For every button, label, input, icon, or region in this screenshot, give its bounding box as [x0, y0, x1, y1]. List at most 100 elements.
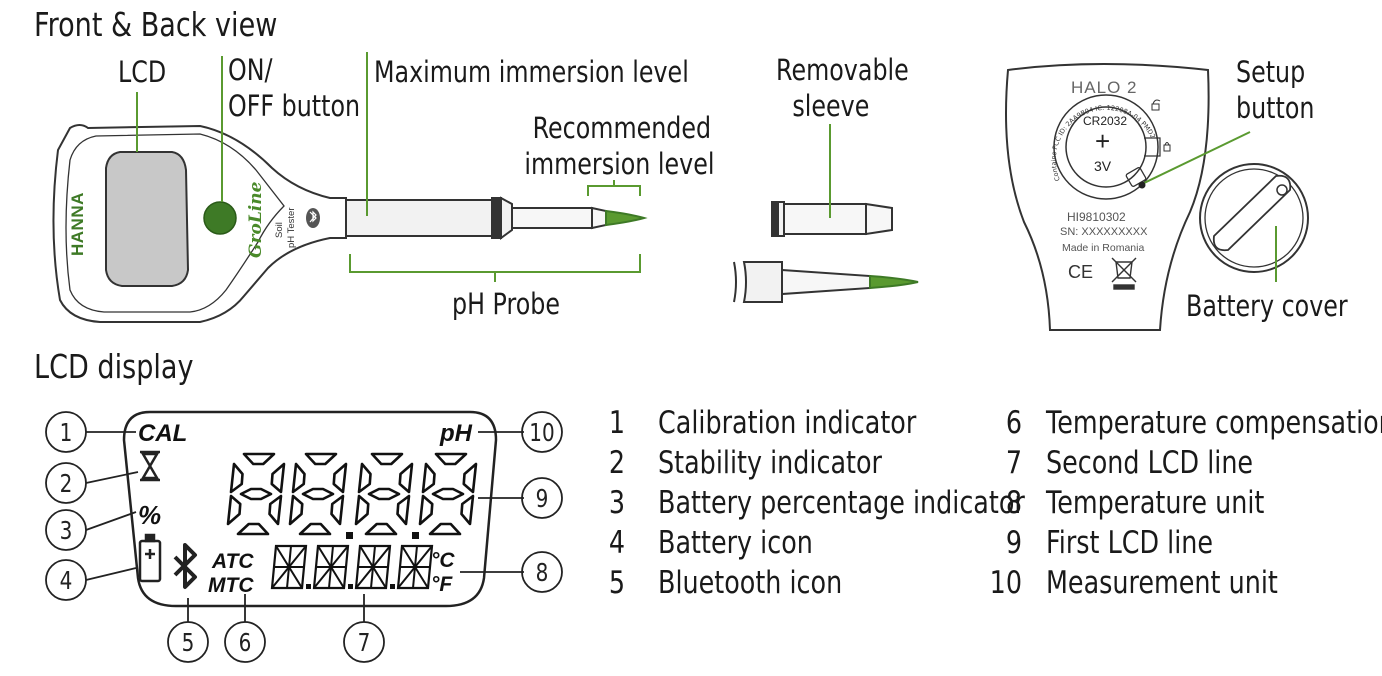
bluetooth-icon [173, 543, 197, 589]
marker-number: 3 [60, 517, 73, 546]
lcd-segment [434, 452, 468, 466]
rec-immersion-callout: Recommended immersion level [524, 110, 715, 182]
serial-number: SN: XXXXXXXXX [1060, 226, 1148, 238]
on-off-callout: ON/ OFF button [228, 52, 360, 124]
lcd-segment [398, 462, 414, 494]
marker-8: 8 [521, 551, 563, 593]
legend-number: 6 [1005, 405, 1022, 441]
sleeve-callout-line2: sleeve [792, 89, 870, 123]
lcd-small-digit [312, 544, 350, 590]
legend-number: 5 [608, 565, 625, 601]
marker-4: 4 [45, 559, 87, 601]
product-ph-tester: pH Tester [286, 207, 297, 248]
legend-text: Second LCD line [1046, 445, 1254, 481]
first-lcd-line [226, 452, 478, 539]
lcd-callout: LCD [118, 55, 167, 89]
lcd-big-digit [418, 452, 478, 536]
legend-text: Measurement unit [1046, 565, 1278, 601]
legend-text: First LCD line [1046, 525, 1214, 561]
legend-number: 9 [1005, 525, 1022, 561]
lcd-segment [357, 462, 372, 494]
marker-number: 7 [358, 629, 371, 658]
lcd-small-digit [270, 544, 308, 590]
lcd-segment [270, 462, 286, 494]
ph-probe [345, 196, 648, 240]
legend-text: Battery percentage indicator [658, 485, 1025, 521]
marker-7: 7 [343, 621, 385, 663]
probe-tip [733, 261, 919, 303]
marker-leaders [85, 431, 524, 622]
lcd-segment [397, 545, 433, 589]
leader-lines-front [136, 52, 641, 282]
lcd-segment [304, 452, 338, 466]
setup-callout-line1: Setup [1236, 55, 1306, 89]
lcd-decimal-point [412, 532, 419, 539]
front-back-heading: Front & Back view [34, 5, 278, 44]
recycle-bin-icon [1111, 257, 1137, 290]
lcd-decimal-point [390, 584, 395, 589]
marker-5: 5 [167, 621, 209, 663]
marker-number: 1 [60, 419, 73, 448]
lcd-segment [332, 462, 348, 494]
groline-logo: GroLine [246, 181, 266, 258]
legend-number: 2 [608, 445, 625, 481]
lcd-decimal-point [346, 532, 353, 539]
lcd-small-digit [396, 544, 434, 590]
lcd-segment [239, 487, 273, 501]
lock-icons [1151, 99, 1171, 152]
made-in: Made in Romania [1062, 242, 1145, 254]
marker-1: 1 [45, 411, 87, 453]
lcd-mtc: MTC [208, 574, 254, 597]
marker-6: 6 [224, 621, 266, 663]
legend-number: 3 [608, 485, 625, 521]
legend-text: Temperature compensation [1046, 405, 1382, 441]
lcd-ph: pH [440, 420, 472, 447]
brand-hanna: HANNA [68, 192, 87, 256]
setup-callout-line2: button [1236, 91, 1315, 125]
marker-number: 4 [60, 567, 73, 596]
lcd-big-digit [226, 452, 286, 536]
lcd-segment [421, 462, 436, 494]
removable-sleeve [771, 201, 893, 237]
on-off-callout-line1: ON/ [228, 53, 273, 87]
lcd-deg-f: °F [431, 573, 453, 596]
lcd-segment [236, 522, 270, 536]
legend-number: 8 [1005, 485, 1022, 521]
marker-9: 9 [521, 477, 563, 519]
battery-cover-callout: Battery cover [1186, 289, 1348, 323]
battery-cover [1199, 163, 1309, 273]
marker-number: 10 [529, 419, 554, 448]
legend-text: Temperature unit [1046, 485, 1265, 521]
lcd-segment [288, 494, 304, 526]
rec-immersion-line2: immersion level [524, 147, 715, 181]
setup-callout: Setup button [1236, 54, 1314, 126]
lcd-big-digit [288, 452, 348, 536]
lcd-segment [271, 545, 307, 589]
battery-voltage: 3V [1094, 158, 1112, 174]
halo2-logo: HALO 2 [1071, 78, 1138, 97]
lcd-segment [291, 462, 306, 494]
lcd-segment [431, 487, 465, 501]
lcd-segment [370, 452, 404, 466]
legend-number: 10 [989, 565, 1022, 601]
lcd-outline [122, 410, 498, 608]
second-lcd-line [270, 544, 434, 590]
lcd-decimal-point [348, 584, 353, 589]
lcd-segment [330, 494, 345, 526]
lcd-cal: CAL [138, 420, 188, 447]
lcd-segment [301, 487, 335, 501]
legend-text: Battery icon [658, 525, 813, 561]
setup-button [1138, 181, 1146, 189]
lcd-segment [313, 545, 349, 589]
legend-text: Stability indicator [658, 445, 883, 481]
bluetooth-logo-front [306, 208, 320, 228]
marker-number: 9 [536, 485, 549, 514]
leader-lines-back [1141, 131, 1277, 282]
product-soil: Soil [274, 222, 285, 238]
lcd-segment [355, 545, 391, 589]
max-immersion-callout: Maximum immersion level [374, 55, 689, 89]
lcd-segment [462, 462, 478, 494]
lcd-segment [460, 494, 475, 526]
lcd-decimal-point [306, 584, 311, 589]
